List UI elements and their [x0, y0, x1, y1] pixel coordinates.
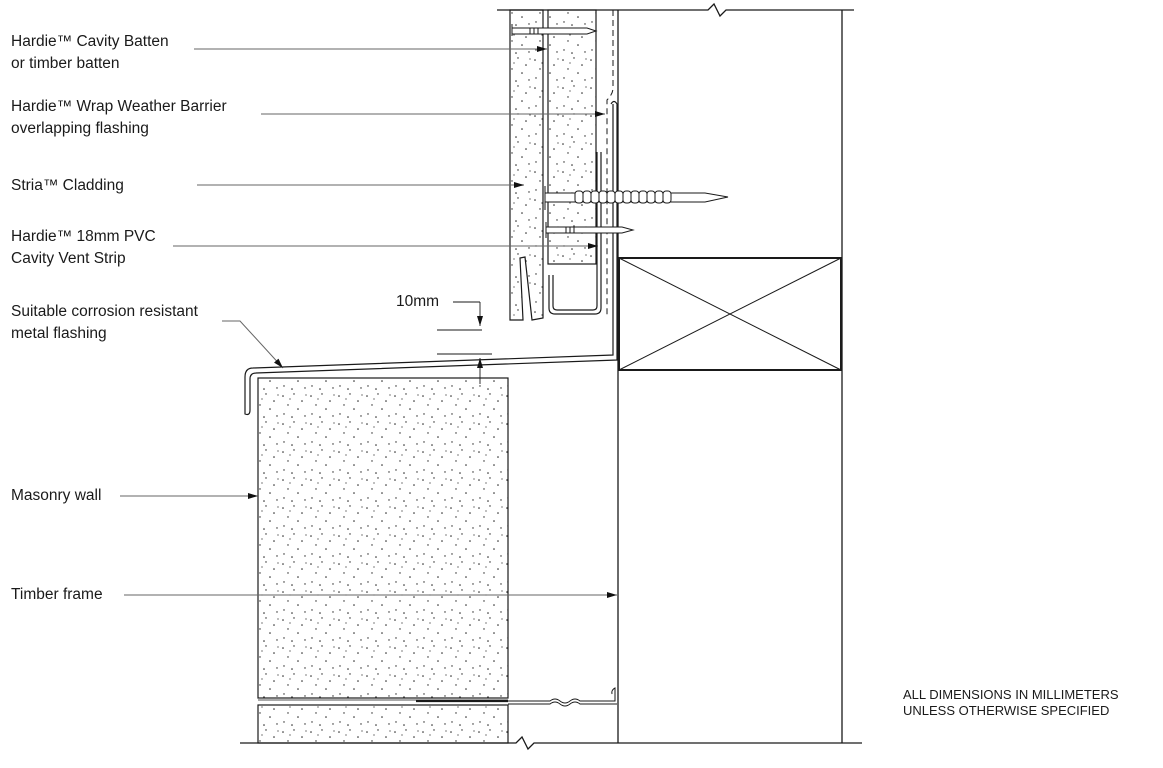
cavity-vent-strip: [548, 152, 602, 315]
masonry-wall: [257, 377, 509, 744]
leader-lines: [120, 46, 617, 598]
stria-cladding-board: [509, 9, 544, 321]
label-wrap-barrier: Hardie™ Wrap Weather Barrier overlapping…: [11, 98, 227, 137]
label-masonry-wall: Masonry wall: [11, 487, 102, 504]
label-stria-cladding: Stria™ Cladding: [11, 177, 124, 194]
dimension-10mm: [437, 301, 492, 384]
label-metal-flashing: Suitable corrosion resistant metal flash…: [11, 303, 198, 342]
cavity-batten: [547, 9, 597, 265]
timber-plate: [618, 257, 842, 371]
nail-ringshank: [544, 186, 729, 210]
nail-top: [511, 24, 598, 36]
label-vent-strip: Hardie™ 18mm PVC Cavity Vent Strip: [11, 228, 156, 267]
base-flashing: [508, 687, 617, 707]
label-cavity-batten: Hardie™ Cavity Batten or timber batten: [11, 33, 169, 72]
weather-barrier: [606, 10, 614, 318]
dimensions-note: ALL DIMENSIONS IN MILLIMETERS UNLESS OTH…: [903, 687, 1119, 718]
timber-frame: [617, 10, 843, 743]
nail-vent-strip: [545, 222, 635, 238]
dimension-label: 10mm: [396, 293, 440, 310]
metal-flashing: [244, 100, 618, 416]
label-timber-frame: Timber frame: [11, 586, 103, 603]
top-break-line: [497, 2, 854, 18]
